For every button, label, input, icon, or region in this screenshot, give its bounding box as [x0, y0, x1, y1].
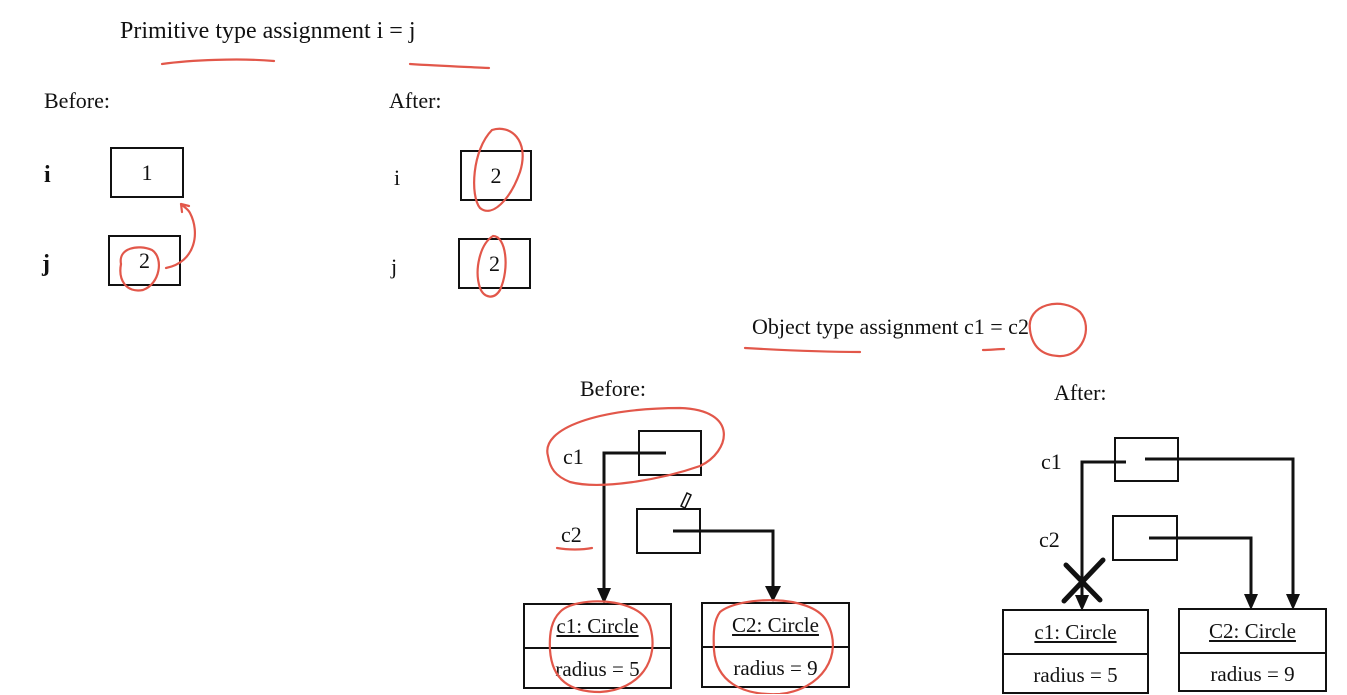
annotation-before-obj2-circle	[712, 599, 834, 694]
object-after-c1-circle: c1: Circle radius = 5	[1002, 609, 1149, 694]
object-before-obj1-name: c1: Circle	[556, 613, 639, 638]
annotation-after-j-circle	[476, 234, 507, 298]
annotation-j-circle	[119, 246, 161, 292]
object-before-c2-reference-arrow	[673, 529, 781, 602]
object-before-obj1-divider	[525, 647, 670, 649]
primitive-after-i-label: i	[394, 165, 401, 190]
annotation-before-obj1-circle	[548, 600, 654, 694]
primitive-after-i-value: 2	[490, 162, 502, 188]
annotation-object-underline-2	[981, 347, 1006, 352]
annotation-copy-arrow	[164, 202, 196, 270]
primitive-title: Primitive type assignment i = j	[120, 18, 416, 44]
object-after-heading: After:	[1054, 380, 1107, 405]
primitive-before-i-label: i	[44, 162, 51, 188]
object-after-c1-old-reference-arrow	[1075, 460, 1126, 611]
primitive-before-j-label: j	[42, 251, 50, 277]
object-before-c2-circle: C2: Circle radius = 9	[701, 602, 850, 688]
object-after-c2-reference-arrow	[1149, 536, 1258, 610]
primitive-after-j-label: j	[391, 254, 398, 279]
object-before-c2-ref-box	[636, 508, 701, 554]
annotation-title-underline-2	[408, 62, 491, 70]
object-after-obj2-divider	[1180, 652, 1325, 654]
object-after-obj2-field: radius = 9	[1210, 661, 1295, 686]
object-after-obj1-field: radius = 5	[1033, 662, 1118, 687]
primitive-before-heading: Before:	[44, 88, 110, 113]
annotation-before-c1-lasso	[546, 406, 725, 486]
annotation-title-underline-1	[160, 58, 276, 66]
object-before-c1-label: c1	[563, 444, 584, 469]
object-before-obj2-name: C2: Circle	[732, 612, 819, 637]
primitive-after-i-box: 2	[460, 150, 532, 201]
primitive-after-heading: After:	[389, 88, 442, 113]
object-after-obj2-name: C2: Circle	[1209, 618, 1296, 643]
object-after-c2-label: c2	[1039, 527, 1060, 552]
object-before-heading: Before:	[580, 376, 646, 401]
object-before-obj1-field: radius = 5	[555, 656, 640, 681]
annotation-object-underline-1	[743, 346, 862, 354]
pencil-cursor-icon	[680, 491, 692, 510]
object-before-c2-label: c2	[561, 522, 582, 547]
annotation-c2-circle	[1028, 302, 1087, 358]
object-after-c1-label: c1	[1041, 449, 1062, 474]
object-title: Object type assignment c1 = c2	[752, 314, 1029, 339]
object-after-obj1-divider	[1004, 653, 1147, 655]
object-after-broken-link-cross	[1061, 557, 1106, 604]
object-after-obj1-name: c1: Circle	[1034, 619, 1117, 644]
annotation-before-c2-underline	[555, 546, 594, 551]
object-before-obj2-divider	[703, 646, 848, 648]
primitive-before-j-value: 2	[139, 247, 150, 273]
primitive-before-i-box: 1	[110, 147, 184, 198]
primitive-before-i-value: 1	[141, 159, 153, 185]
object-after-c2-circle: C2: Circle radius = 9	[1178, 608, 1327, 692]
object-before-obj2-field: radius = 9	[733, 655, 818, 680]
object-before-c1-circle: c1: Circle radius = 5	[523, 603, 672, 689]
primitive-after-j-value: 2	[489, 250, 500, 276]
object-before-c1-reference-arrow	[597, 451, 666, 604]
annotation-after-i-circle	[473, 127, 524, 212]
object-after-c1-new-reference-arrow	[1145, 457, 1300, 610]
primitive-after-j-box: 2	[458, 238, 531, 289]
